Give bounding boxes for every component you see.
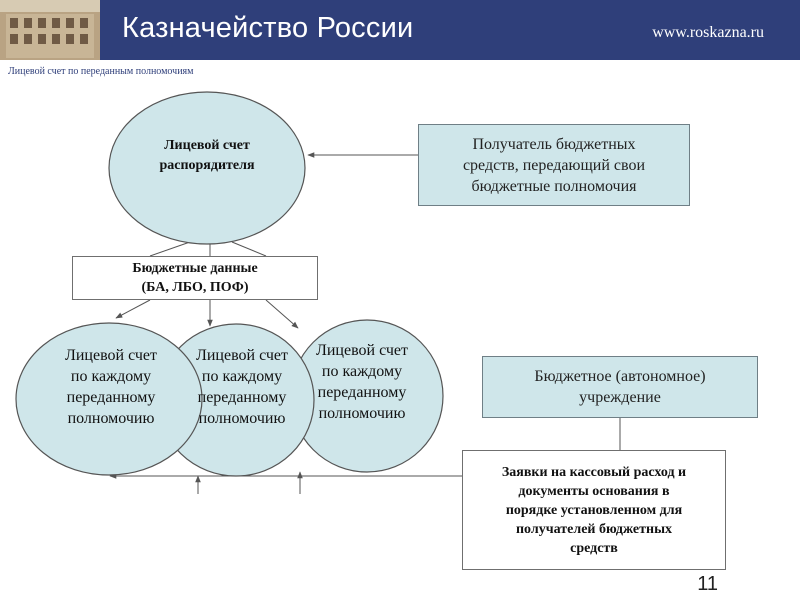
breadcrumb: Лицевой счет по переданным полномочиям xyxy=(8,66,194,77)
budget-data-box: Бюджетные данные (БА, ЛБО, ПОФ) xyxy=(72,256,318,300)
account-ellipse-top xyxy=(108,91,306,245)
page-number: 11 xyxy=(697,573,718,595)
institution-box: Бюджетное (автономное) учреждение xyxy=(482,356,758,418)
delegated-account-label-3: Лицевой счет по каждому переданному полн… xyxy=(315,342,408,422)
arrow-data-to-ellipse-3 xyxy=(265,299,299,329)
website-link[interactable]: www.roskazna.ru xyxy=(652,24,764,41)
line-account-to-data-3 xyxy=(231,241,267,257)
top-account-label: Лицевой счет распорядителя xyxy=(159,138,255,173)
header-bar: Казначейство России www.roskazna.ru xyxy=(0,0,800,60)
recipient-box: Получатель бюджетных средств, передающий… xyxy=(418,124,690,206)
header-title: Казначейство России xyxy=(122,12,414,44)
building-photo-icon xyxy=(0,0,100,60)
requests-box: Заявки на кассовый расход и документы ос… xyxy=(462,450,726,570)
delegated-account-label-2: Лицевой счет по каждому переданному полн… xyxy=(195,347,288,427)
delegated-account-ellipse-1 xyxy=(15,322,203,476)
line-account-to-data-1 xyxy=(149,241,191,257)
arrow-data-to-ellipse-1 xyxy=(115,299,151,319)
delegated-account-label-1: Лицевой счет по каждому переданному полн… xyxy=(64,347,157,427)
